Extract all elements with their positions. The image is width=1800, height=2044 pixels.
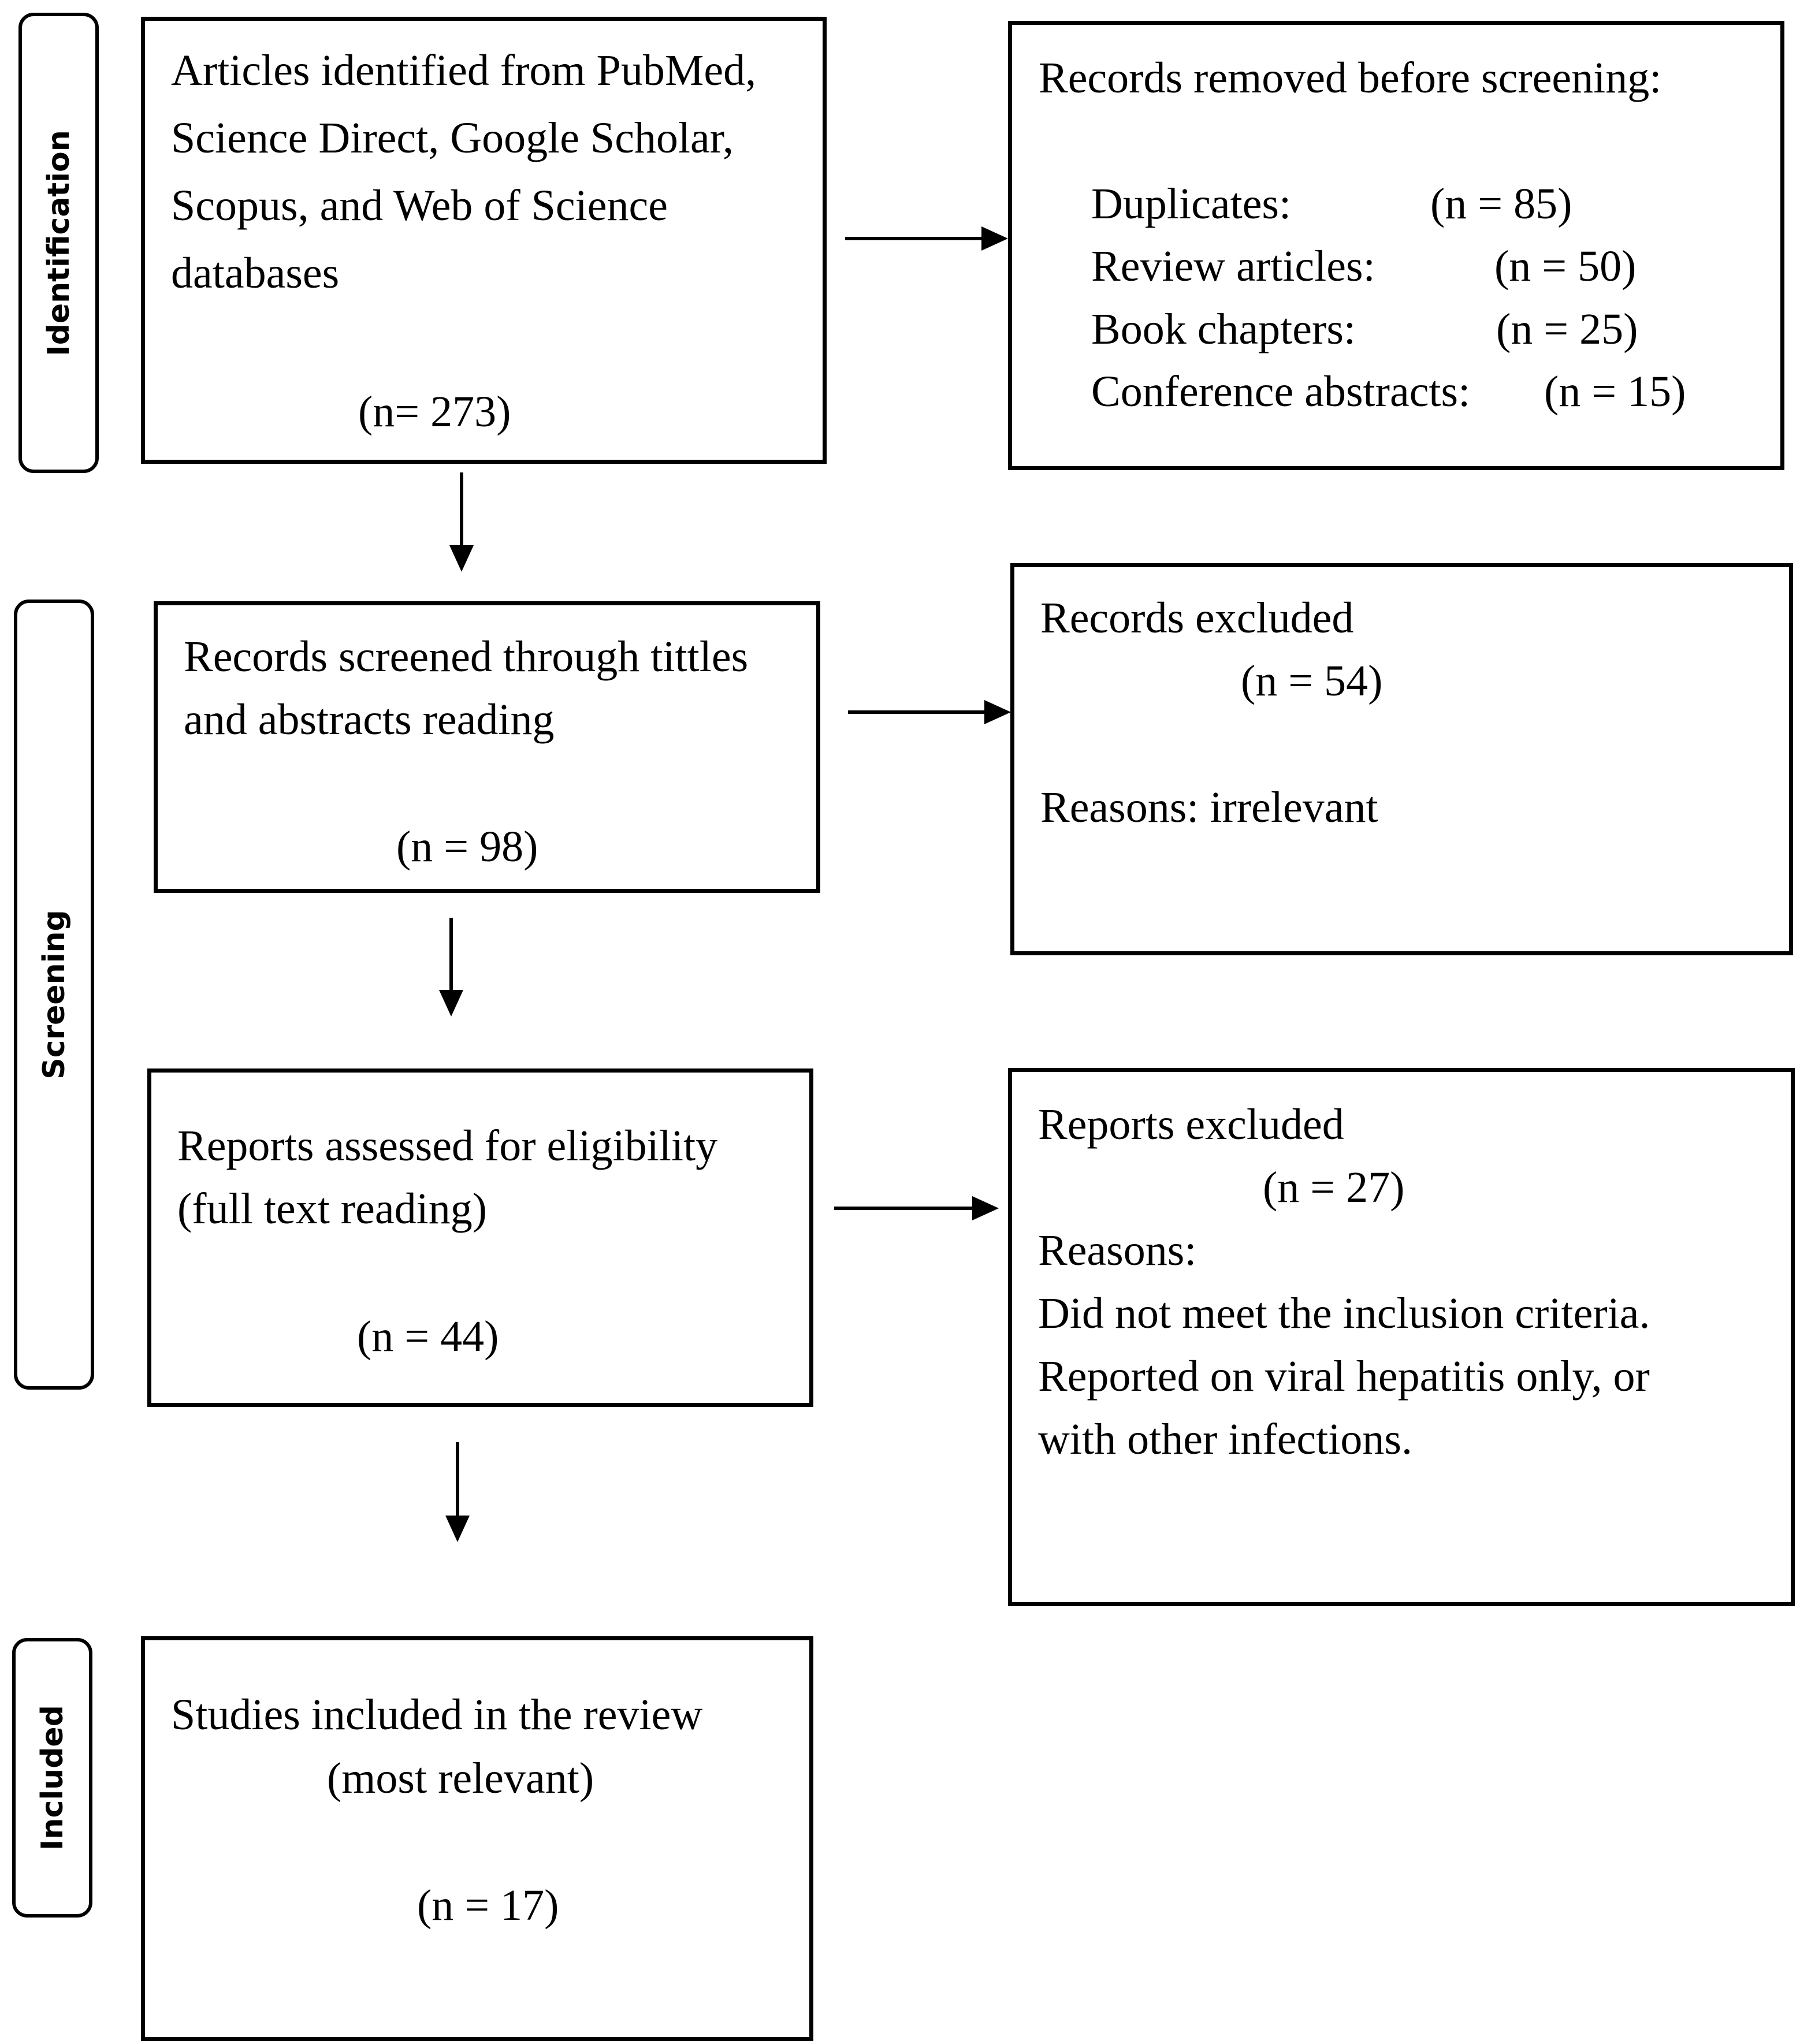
identified-box: [141, 17, 827, 464]
included-count: (n = 17): [417, 1881, 559, 1930]
removed-item-count-review-articles: (n = 50): [1494, 242, 1637, 291]
phase-screening: Screening: [14, 600, 94, 1390]
arrowhead-identified-to-screened: [449, 545, 474, 572]
phase-identification: Identification: [18, 13, 99, 473]
removed-title: Records removed before screening:: [1039, 54, 1662, 102]
screened-text-line-2: and abstracts reading: [184, 695, 555, 744]
removed-item-count-conference-abstracts: (n = 15): [1544, 367, 1686, 416]
arrowhead-assessed-to-reports-excluded: [972, 1196, 999, 1220]
identified-text-line-2: Science Direct, Google Scholar,: [171, 114, 734, 162]
removed-item-count-duplicates: (n = 85): [1430, 180, 1572, 228]
reports-excluded-reason-1: Did not meet the inclusion criteria.: [1038, 1289, 1650, 1338]
identified-text-line-3: Scopus, and Web of Science: [171, 181, 668, 230]
screened-count: (n = 98): [396, 822, 538, 871]
records-excluded-count: (n = 54): [1241, 657, 1383, 705]
removed-item-count-book-chapters: (n = 25): [1496, 305, 1638, 353]
arrowhead-screened-to-assessed: [439, 990, 463, 1017]
identified-count: (n= 273): [358, 388, 511, 436]
arrowhead-identified-to-removed: [981, 226, 1008, 251]
assessed-text-line-2: (full text reading): [177, 1185, 488, 1233]
reports-excluded-box: [1008, 1068, 1795, 1606]
reports-excluded-title: Reports excluded: [1038, 1100, 1344, 1149]
removed-item-label-book-chapters: Book chapters:: [1091, 305, 1356, 353]
screened-text-line-1: Records screened through tittles: [184, 632, 749, 681]
arrowhead-screened-to-records-excluded: [984, 700, 1011, 724]
reports-excluded-reason-3: with other infections.: [1038, 1415, 1412, 1464]
removed-item-label-conference-abstracts: Conference abstracts:: [1091, 367, 1471, 416]
screened-box: [154, 601, 820, 893]
reports-excluded-count: (n = 27): [1263, 1163, 1405, 1212]
records-excluded-reasons: Reasons: irrelevant: [1040, 783, 1378, 832]
removed-item-label-review-articles: Review articles:: [1091, 242, 1375, 291]
phase-included: Included: [12, 1638, 92, 1918]
arrowhead-assessed-to-included: [445, 1516, 470, 1542]
identified-text-line-1: Articles identified from PubMed,: [171, 46, 757, 95]
records-excluded-box: [1010, 563, 1793, 955]
reports-excluded-reasons-label: Reasons:: [1038, 1226, 1197, 1275]
removed-box: [1008, 21, 1784, 470]
assessed-text-line-1: Reports assessed for eligibility: [177, 1122, 718, 1170]
included-text-line-1: Studies included in the review: [171, 1691, 703, 1739]
reports-excluded-reason-2: Reported on viral hepatitis only, or: [1038, 1352, 1650, 1401]
identified-text-line-4: databases: [171, 249, 340, 297]
removed-item-label-duplicates: Duplicates:: [1091, 180, 1292, 228]
included-box: [141, 1636, 813, 2041]
records-excluded-title: Records excluded: [1040, 594, 1354, 642]
assessed-count: (n = 44): [357, 1312, 499, 1361]
included-text-line-2: (most relevant): [327, 1754, 594, 1803]
assessed-box: [147, 1068, 813, 1407]
